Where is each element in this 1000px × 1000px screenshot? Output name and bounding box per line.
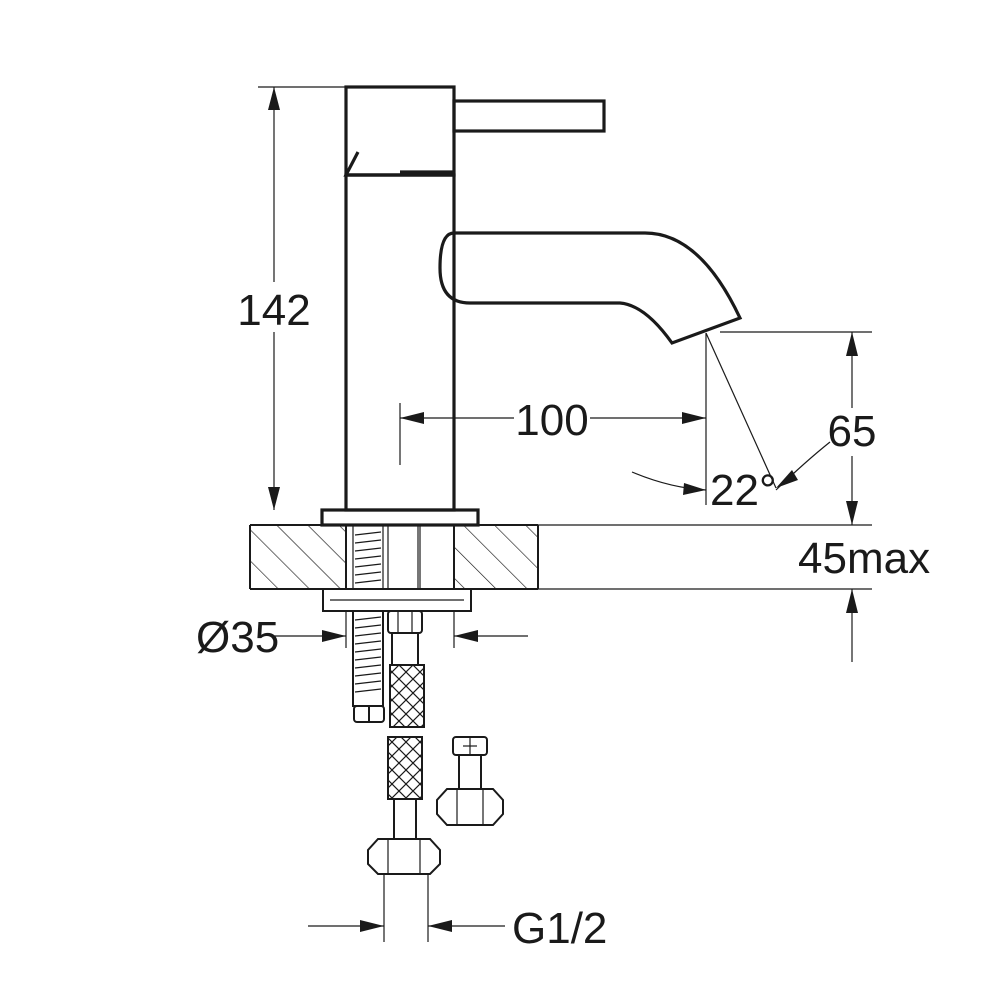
height-label: 142 (237, 286, 310, 335)
dimension-height: 142 (237, 86, 346, 510)
base-flange (320, 508, 480, 527)
handle-cap (344, 85, 456, 177)
angle-label: 22° (710, 466, 777, 515)
spout-height-label: 65 (828, 407, 877, 456)
thread-label: G1/2 (512, 904, 607, 953)
dimension-angle: 22° (631, 332, 831, 515)
hole-diameter-label: Ø35 (196, 613, 279, 662)
dimension-hole-diameter: Ø35 (196, 611, 528, 662)
reach-label: 100 (515, 396, 588, 445)
dimension-spout-height: 65 (720, 331, 877, 525)
dimension-thread: G1/2 (308, 874, 607, 953)
deck-section (249, 524, 539, 590)
deck-thickness-label: 45max (798, 534, 930, 583)
fixing-assembly (322, 588, 504, 875)
spout (438, 231, 743, 345)
dimension-reach: 100 (399, 333, 707, 505)
dimension-deck-thickness: 45max (538, 524, 930, 662)
faucet-body (320, 85, 743, 527)
handle-lever (452, 99, 606, 133)
